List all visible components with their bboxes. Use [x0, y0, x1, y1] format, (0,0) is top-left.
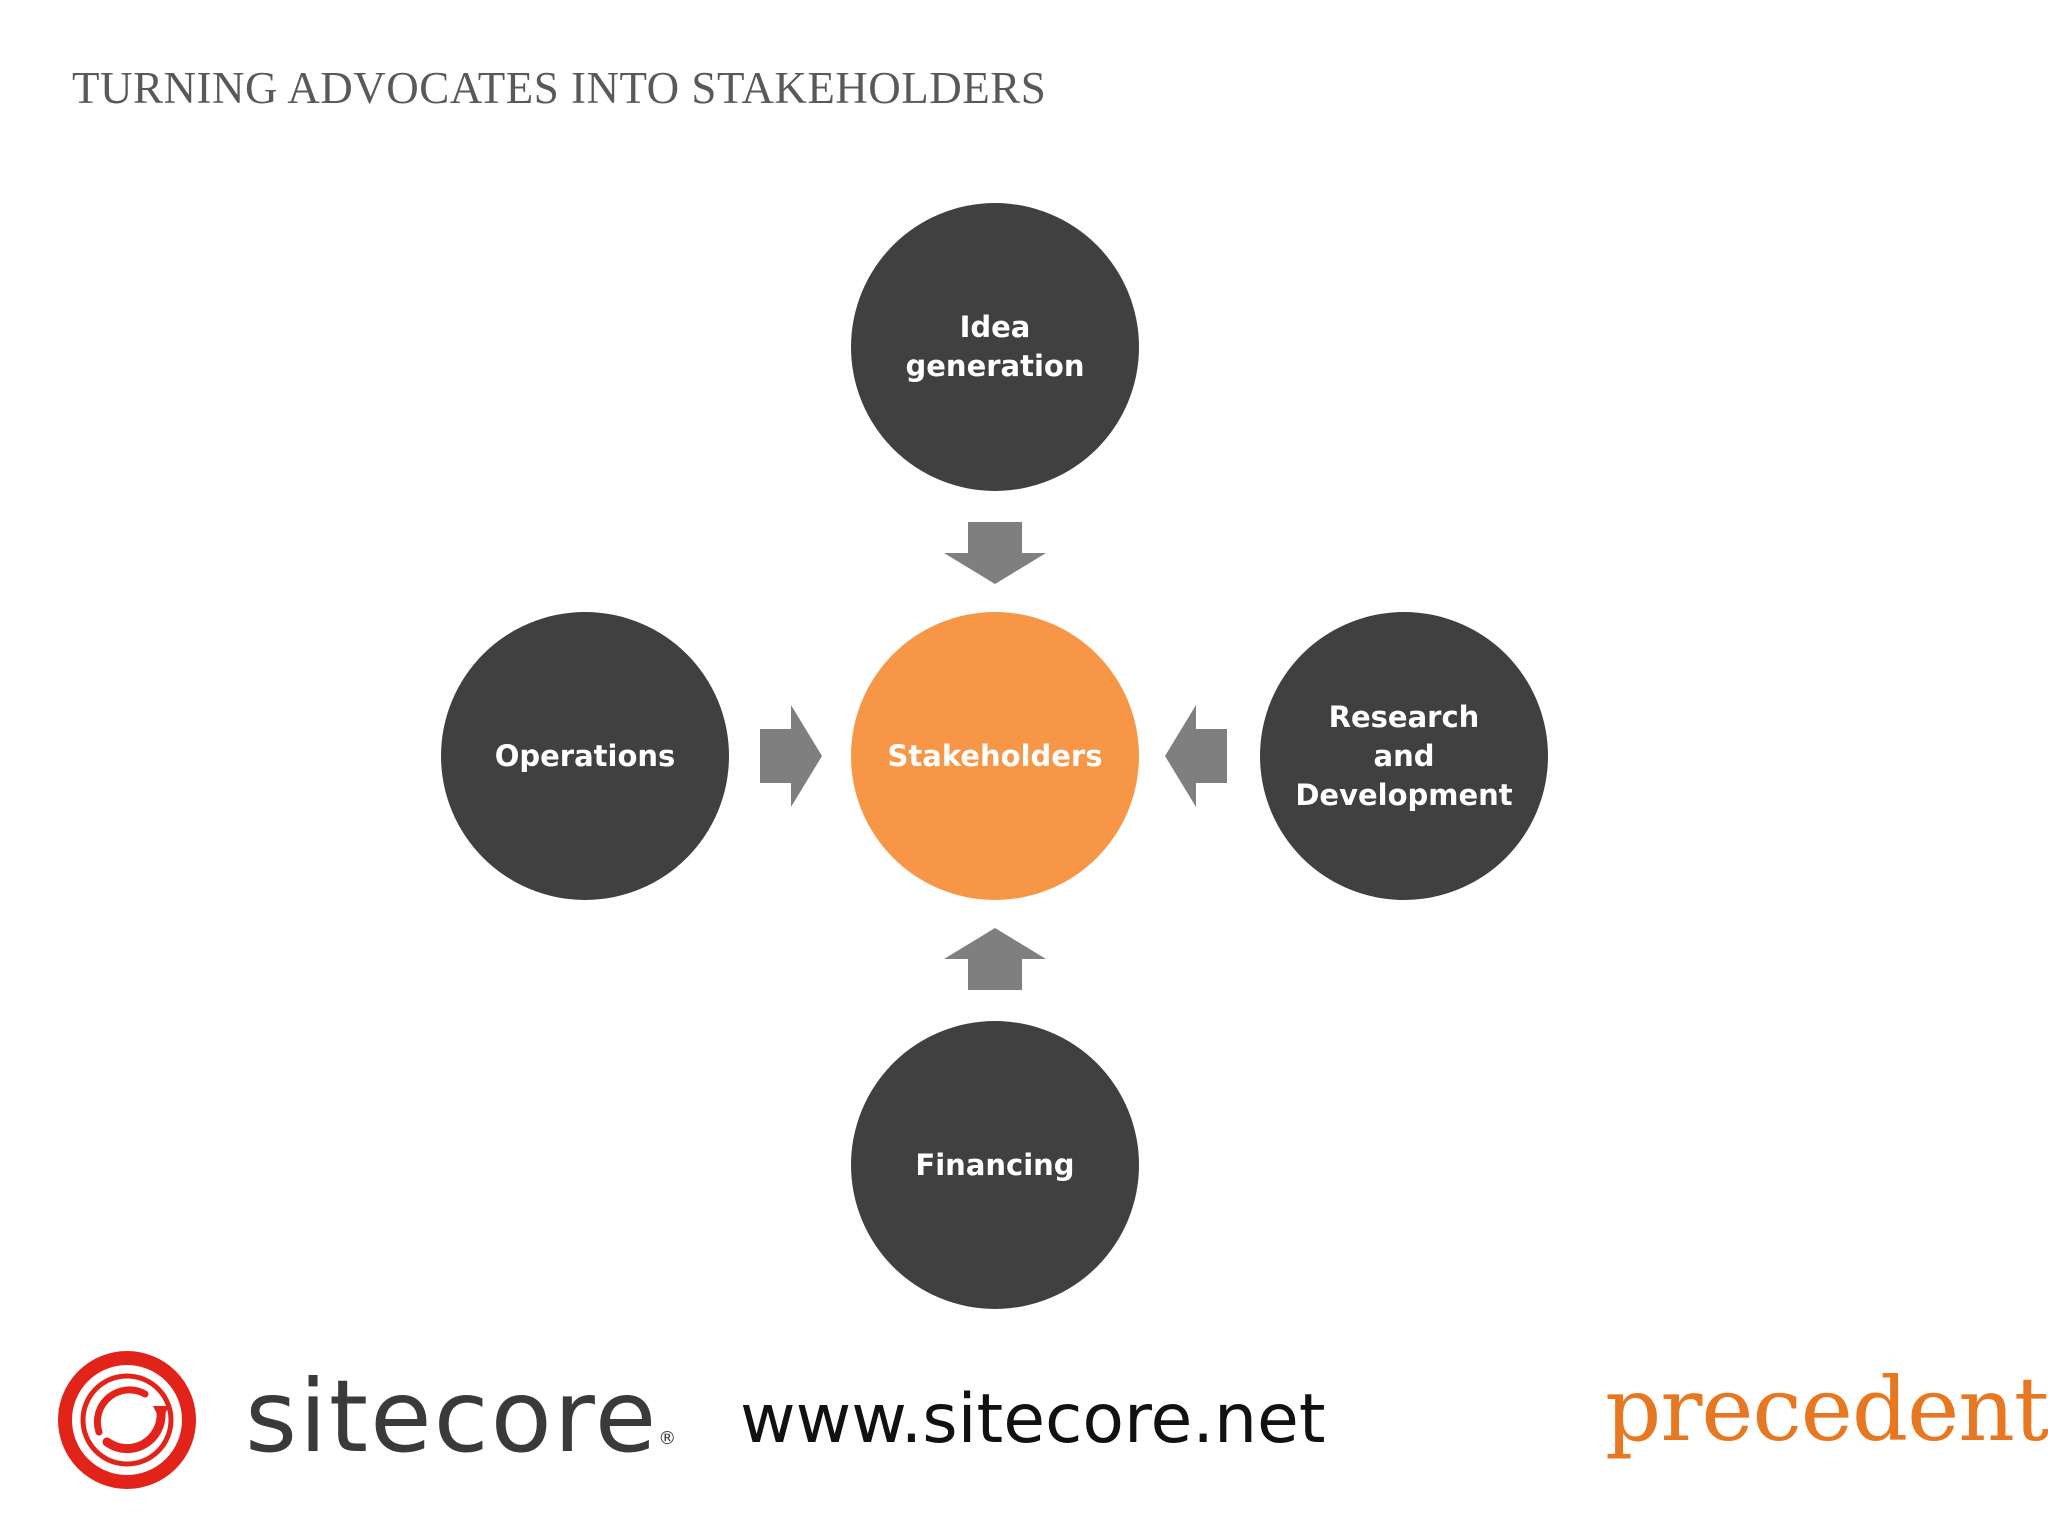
slide-title: TURNING ADVOCATES INTO STAKEHOLDERS [72, 63, 1047, 113]
node-operations: Operations [441, 612, 729, 900]
sitecore-wordmark: sitecore [245, 1358, 659, 1475]
arrow-down-icon [944, 522, 1046, 584]
node-stakeholders: Stakeholders [851, 612, 1139, 900]
node-research-and-development: Research and Development [1260, 612, 1548, 900]
node-label: Idea generation [905, 310, 1085, 383]
arrow-right-icon [760, 705, 822, 807]
sitecore-url: www.sitecore.net [740, 1380, 1326, 1459]
node-idea-generation: Idea generation [851, 203, 1139, 491]
node-label: Research and Development [1295, 699, 1513, 812]
node-label: Financing [915, 1147, 1075, 1182]
node-label: Stakeholders [887, 738, 1103, 773]
arrow-left-icon [1165, 705, 1227, 807]
sitecore-logo-text: sitecore® [245, 1362, 678, 1472]
node-label: Operations [494, 738, 676, 773]
sitecore-logo-icon [58, 1351, 196, 1489]
precedent-logo-text: precedent. [1605, 1358, 2048, 1461]
arrow-up-icon [944, 928, 1046, 990]
node-financing: Financing [851, 1021, 1139, 1309]
registered-mark: ® [658, 1428, 679, 1449]
